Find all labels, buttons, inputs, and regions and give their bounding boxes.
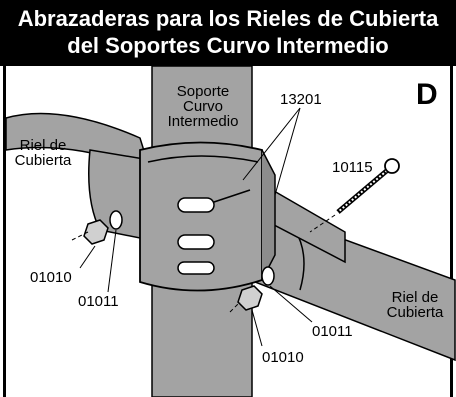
frame-left-border	[3, 62, 6, 397]
title-line-1: Abrazaderas para los Rieles de Cubierta	[17, 6, 439, 31]
support-label-line-1: Soporte	[176, 83, 230, 100]
bolt-dash-line	[309, 214, 336, 233]
part-label-clamp: 13201	[280, 91, 322, 108]
rail-left-label: Riel de Cubierta	[8, 138, 78, 168]
leader-left-nut	[79, 245, 96, 269]
right-washer	[261, 266, 275, 286]
part-label-washer-left: 01011	[78, 293, 119, 310]
support-label: Soporte Curvo Intermedio	[160, 84, 246, 129]
leader-clamp-1	[242, 107, 301, 181]
support-label-line-3: Intermedio	[167, 113, 239, 130]
rail-left-label-line-1: Riel de	[19, 137, 67, 154]
left-washer	[109, 210, 123, 230]
left-nut	[83, 219, 109, 245]
leader-right-washer	[269, 285, 313, 323]
leader-right-nut	[251, 309, 263, 347]
rail-right-label: Riel de Cubierta	[380, 290, 450, 320]
left-dash-line	[71, 231, 89, 241]
title-line-2: del Soportes Curvo Intermedio	[67, 33, 389, 58]
part-label-bolt: 10115	[332, 159, 373, 176]
title-bar: Abrazaderas para los Rieles de Cubierta …	[0, 0, 456, 66]
right-dash-line	[229, 301, 241, 313]
bolt-thread	[337, 167, 391, 213]
part-label-nut-right: 01010	[262, 349, 304, 366]
support-label-line-2: Curvo	[182, 98, 223, 115]
part-label-washer-right: 01011	[312, 323, 353, 340]
part-label-nut-left: 01010	[30, 269, 72, 286]
clamp-slot-1	[177, 197, 215, 213]
clamp-slot-2	[177, 234, 215, 250]
leader-clamp-2	[274, 107, 301, 196]
left-rail-end	[88, 149, 151, 241]
frame-right-border	[450, 62, 453, 397]
rail-right-label-line-1: Riel de	[391, 289, 439, 306]
panel-letter: D	[416, 78, 438, 111]
right-nut	[237, 285, 263, 311]
rail-left-label-line-2: Cubierta	[14, 152, 72, 169]
clamp-slot-3	[177, 261, 215, 275]
bolt-head	[384, 158, 400, 174]
rail-right-label-line-2: Cubierta	[386, 304, 444, 321]
leader-left-washer	[107, 229, 117, 293]
clamp-strap-top	[147, 155, 259, 163]
